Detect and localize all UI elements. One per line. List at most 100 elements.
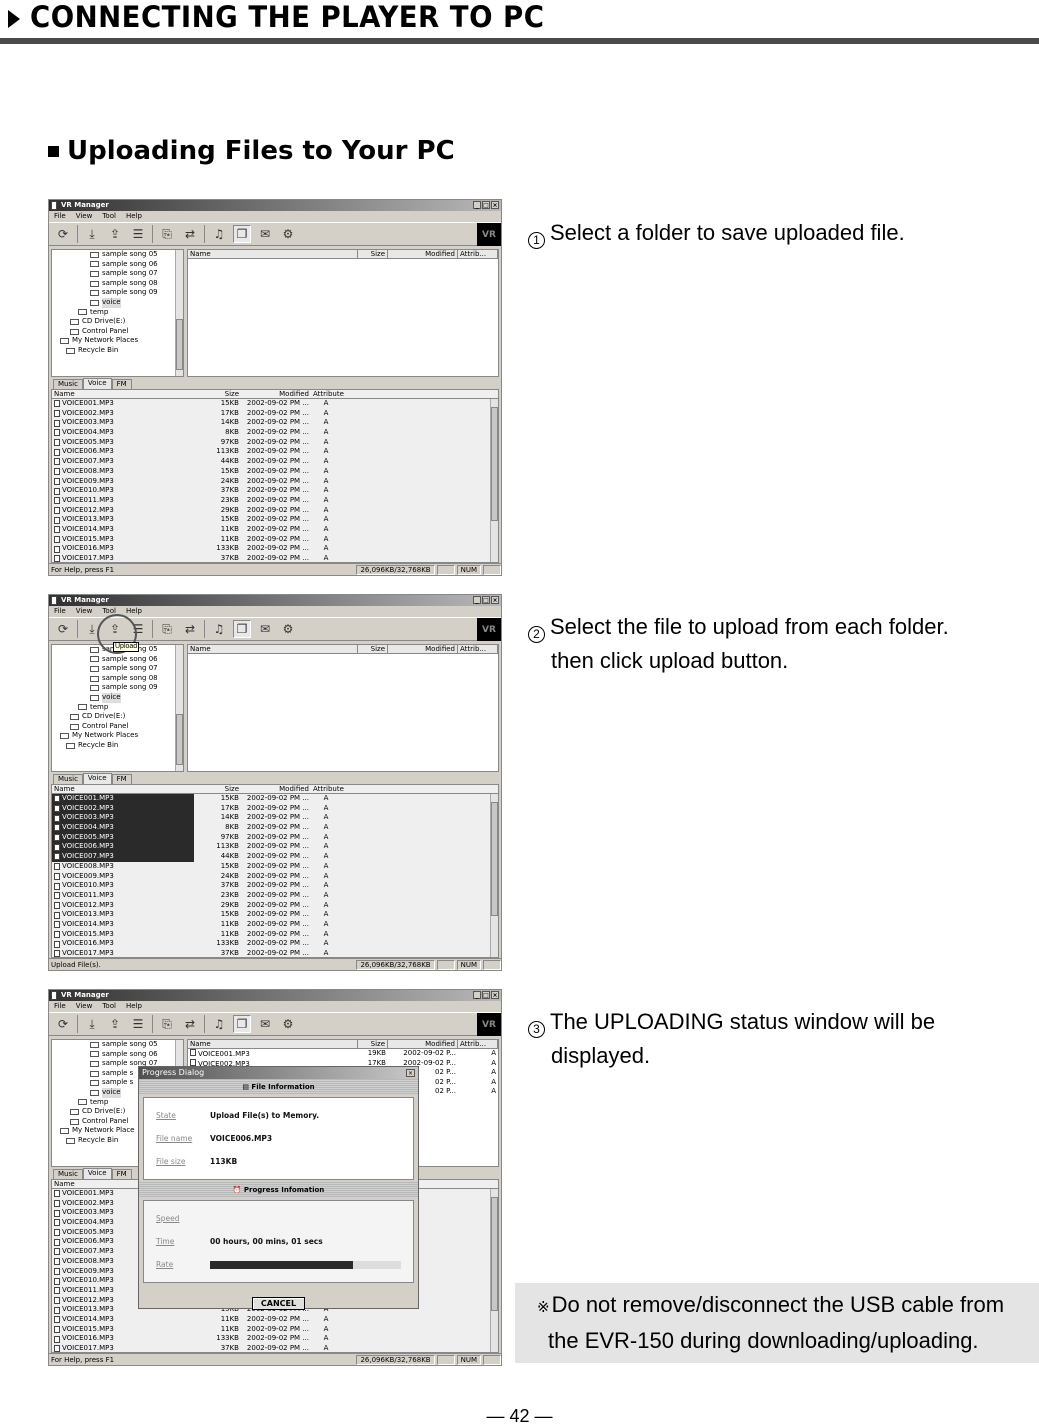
column-header[interactable]: Size: [358, 250, 388, 258]
column-header[interactable]: Size: [224, 785, 239, 793]
menu-file[interactable]: File: [54, 212, 66, 220]
column-header[interactable]: Size: [224, 390, 239, 398]
device-file-row[interactable]: VOICE008.MP3: [52, 1257, 498, 1267]
column-header[interactable]: Attrib...: [458, 250, 498, 258]
upload-button[interactable]: ⇪: [106, 225, 124, 243]
properties-button[interactable]: ☰: [129, 1015, 147, 1033]
tree-item[interactable]: voice: [60, 1087, 183, 1098]
settings-button[interactable]: ⚙: [279, 1015, 297, 1033]
pc-file-row[interactable]: 02 P...A: [188, 1068, 498, 1078]
tree-item[interactable]: sample song 09: [60, 683, 183, 693]
tree-item[interactable]: CD Drive(E:): [60, 1107, 183, 1117]
convert-button[interactable]: ♫: [210, 1015, 228, 1033]
menu-file[interactable]: File: [54, 607, 66, 615]
tree-item[interactable]: sample song 08: [60, 279, 183, 289]
menu-tool[interactable]: Tool: [102, 1002, 116, 1010]
download-button[interactable]: ⤓: [83, 620, 101, 638]
column-header[interactable]: Name: [54, 784, 75, 793]
tab-music[interactable]: Music: [53, 774, 83, 784]
column-header[interactable]: Name: [188, 1040, 358, 1048]
tree-item[interactable]: Control Panel: [60, 1117, 183, 1127]
new-file-button[interactable]: ❐: [233, 620, 251, 638]
close-icon[interactable]: ×: [491, 991, 499, 999]
tab-fm[interactable]: FM: [111, 1169, 132, 1179]
tab-voice[interactable]: Voice: [82, 1168, 112, 1179]
tree-item[interactable]: Control Panel: [60, 327, 183, 337]
convert-button[interactable]: ♫: [210, 620, 228, 638]
device-file-row[interactable]: VOICE001.MP3: [52, 1189, 498, 1199]
tab-voice[interactable]: Voice: [82, 378, 112, 389]
device-file-row[interactable]: VOICE004.MP3: [52, 1218, 498, 1228]
tree-item[interactable]: temp: [60, 1098, 183, 1108]
menu-view[interactable]: View: [75, 1002, 93, 1010]
tree-item[interactable]: My Network Places: [60, 731, 183, 741]
menu-help[interactable]: Help: [125, 1002, 142, 1010]
maximize-icon[interactable]: □: [482, 991, 490, 999]
tree-item[interactable]: sample song 06: [60, 655, 183, 665]
tree-item[interactable]: sample song 05: [60, 1040, 183, 1050]
tree-item[interactable]: sample song 05: [60, 250, 183, 260]
minimize-icon[interactable]: _: [473, 201, 481, 209]
mail-button[interactable]: ✉: [256, 620, 274, 638]
settings-button[interactable]: ⚙: [279, 225, 297, 243]
tree-item[interactable]: sample song 07: [60, 269, 183, 279]
device-file-row[interactable]: VOICE002.MP3: [52, 1199, 498, 1209]
menu-view[interactable]: View: [75, 212, 93, 220]
mail-button[interactable]: ✉: [256, 1015, 274, 1033]
cancel-button[interactable]: CANCEL: [251, 1297, 306, 1310]
properties-button[interactable]: ☰: [129, 225, 147, 243]
column-header[interactable]: Attribute: [313, 390, 344, 398]
column-header[interactable]: Attrib...: [458, 1040, 498, 1048]
download-button[interactable]: ⤓: [83, 225, 101, 243]
column-header[interactable]: Modified: [388, 250, 458, 258]
tree-item[interactable]: voice: [60, 692, 183, 703]
column-header[interactable]: Modified: [388, 1040, 458, 1048]
minimize-icon[interactable]: _: [473, 991, 481, 999]
pc-file-row[interactable]: 02 P...A: [188, 1087, 498, 1097]
menu-tool[interactable]: Tool: [102, 212, 116, 220]
column-header[interactable]: Modified: [279, 390, 309, 398]
menu-help[interactable]: Help: [125, 607, 142, 615]
tree-item[interactable]: Recycle Bin: [60, 1136, 183, 1146]
column-header[interactable]: Name: [188, 645, 358, 653]
maximize-icon[interactable]: □: [482, 201, 490, 209]
tree-item[interactable]: temp: [60, 703, 183, 713]
column-header[interactable]: Modified: [279, 785, 309, 793]
tree-item[interactable]: My Network Place: [60, 1126, 183, 1136]
list-scrollbar[interactable]: [490, 399, 498, 562]
tree-item[interactable]: My Network Places: [60, 336, 183, 346]
tab-music[interactable]: Music: [53, 379, 83, 389]
tree-item[interactable]: temp: [60, 308, 183, 318]
column-header[interactable]: Size: [358, 645, 388, 653]
tree-item[interactable]: sample song 06: [60, 1050, 183, 1060]
refresh-button[interactable]: ⟳: [54, 1015, 72, 1033]
settings-button[interactable]: ⚙: [279, 620, 297, 638]
mail-button[interactable]: ✉: [256, 225, 274, 243]
upload-button[interactable]: ⇪: [106, 1015, 124, 1033]
tree-item[interactable]: Control Panel: [60, 722, 183, 732]
